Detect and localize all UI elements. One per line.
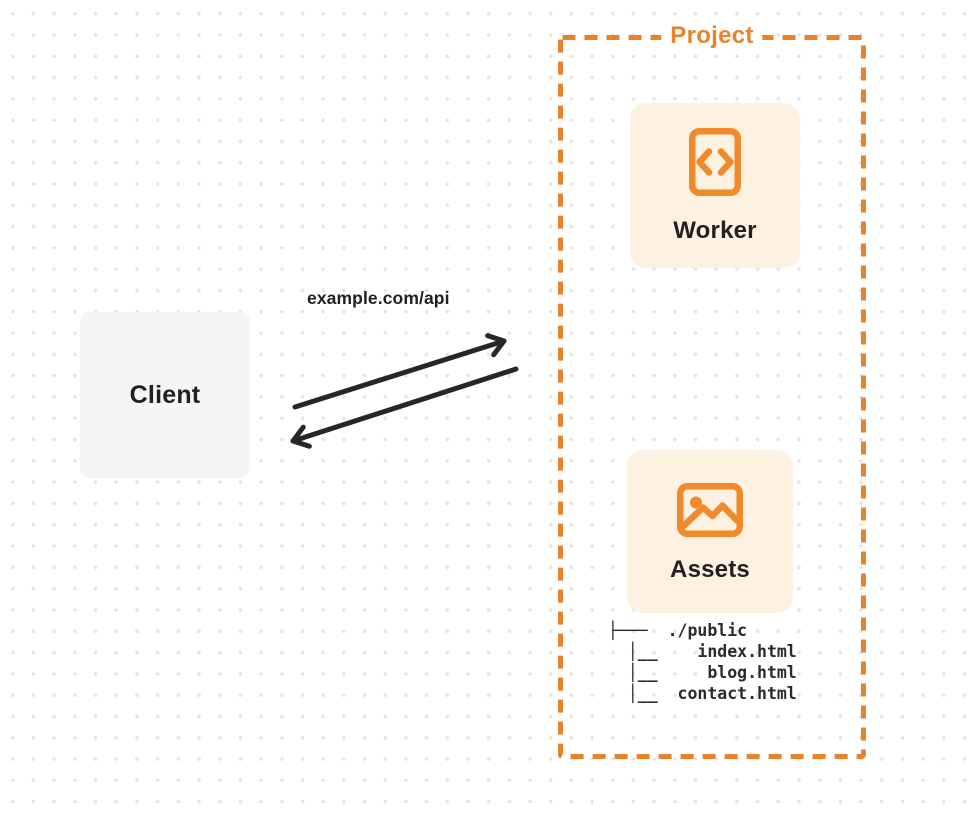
- client-node: Client: [80, 312, 250, 478]
- assets-label: Assets: [670, 556, 750, 583]
- response-arrow: [290, 366, 519, 449]
- tree-line-index: │__ index.html: [608, 642, 797, 661]
- image-icon: [677, 483, 743, 537]
- project-label: Project: [661, 21, 763, 51]
- assets-node: Assets: [627, 450, 793, 613]
- project-dashed-border: [558, 35, 866, 759]
- worker-label: Worker: [673, 217, 757, 244]
- worker-node: Worker: [630, 103, 800, 268]
- request-url-label: example.com/api: [307, 288, 450, 308]
- client-label: Client: [129, 380, 201, 409]
- tree-line-public: ├─── ./public: [608, 621, 748, 640]
- tree-line-contact: │__ contact.html: [608, 684, 797, 703]
- code-file-icon: [689, 128, 741, 196]
- assets-file-tree: ├─── ./public │__ index.html │__ blog.ht…: [608, 620, 797, 704]
- request-arrow: [292, 333, 507, 410]
- tree-line-blog: │__ blog.html: [608, 663, 797, 682]
